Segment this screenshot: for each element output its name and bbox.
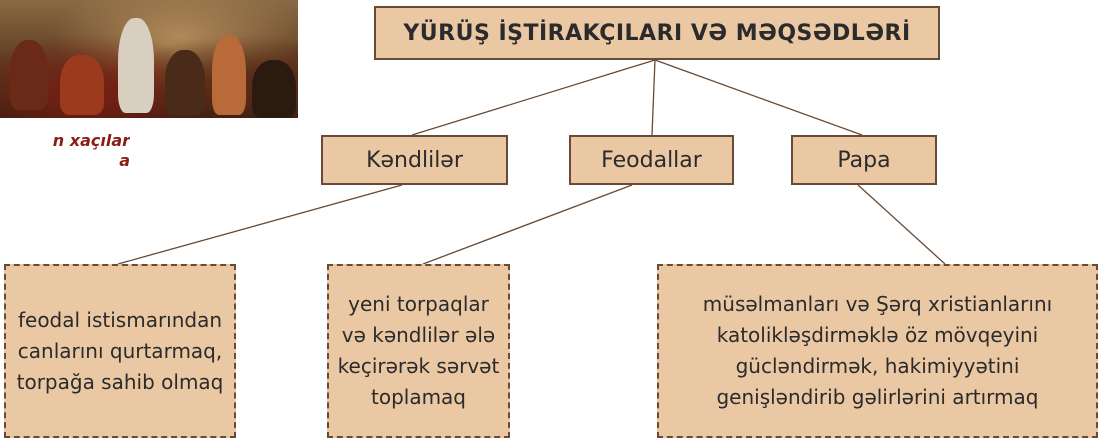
goal-papa-line: genişləndirib gəlirlərini artırmaq (716, 385, 1039, 409)
connector-papa-goal (857, 184, 946, 265)
goal-feodallar: yeni torpaqlar və kəndlilər ələ keçirərə… (327, 264, 510, 438)
goal-kendliler-line: torpağa sahib olmaq (16, 369, 224, 394)
goal-kendliler-line: feodal istismarından (17, 307, 223, 332)
goal-feodallar-line: və kəndlilər ələ (341, 323, 496, 347)
participant-kendliler: Kəndlilər (321, 135, 508, 185)
connector-title-kendliler (411, 59, 656, 136)
diagram-title: YÜRÜŞ İŞTİRAKÇILARI VƏ MƏQSƏDLƏRİ (374, 6, 940, 60)
crusaders-painting (0, 0, 298, 118)
goal-feodallar-line: yeni torpaqlar (348, 292, 489, 316)
caption-line-2: a (119, 151, 130, 170)
connector-feodallar-goal (422, 184, 633, 265)
participant-papa: Papa (791, 135, 937, 185)
painting-caption: n xaçılar a (0, 131, 130, 171)
goal-feodallar-line: toplamaq (370, 385, 467, 409)
goal-papa-line: gücləndirmək, hakimiyyətini (735, 354, 1020, 378)
caption-line-1: n xaçılar (52, 131, 130, 150)
connector-title-papa (654, 59, 863, 136)
connector-title-feodallar (651, 59, 656, 136)
goal-kendliler-line: canlarını qurtarmaq, (17, 338, 223, 363)
connector-kendliler-goal (117, 184, 403, 265)
goal-papa: müsəlmanları və Şərq xristianlarını kato… (657, 264, 1098, 438)
goal-kendliler: feodal istismarından canlarını qurtarmaq… (4, 264, 236, 438)
goal-papa-line: müsəlmanları və Şərq xristianlarını (702, 292, 1053, 316)
goal-papa-line: katolikləşdirməklə öz mövqeyini (716, 323, 1039, 347)
participant-feodallar: Feodallar (569, 135, 734, 185)
goal-feodallar-line: keçirərək sərvət (337, 354, 500, 378)
